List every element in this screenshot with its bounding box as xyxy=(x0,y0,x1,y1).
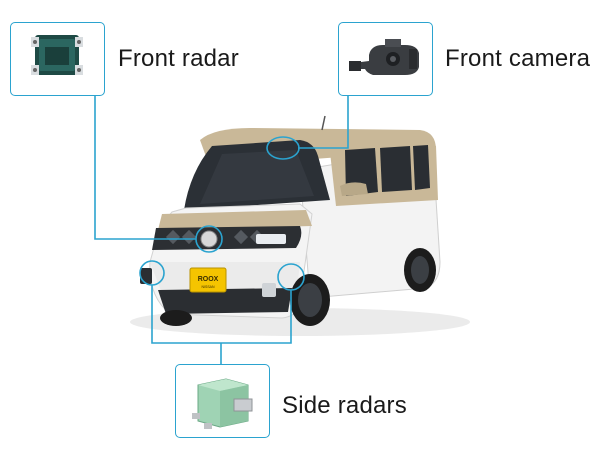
front-camera-thumbnail xyxy=(338,22,433,96)
side-radar-module-icon xyxy=(192,378,253,429)
front-radar-sensor-icon xyxy=(31,35,83,75)
plate-subtext: NISSAN xyxy=(201,285,215,289)
front-radar-thumbnail xyxy=(10,22,105,96)
side-radars-label: Side radars xyxy=(282,392,407,419)
front-radar-label: Front radar xyxy=(118,45,239,72)
front-camera-label: Front camera xyxy=(445,45,591,72)
front-camera-unit-icon xyxy=(349,39,419,75)
plate-text: ROOX xyxy=(198,276,219,283)
side-radars-thumbnail xyxy=(175,364,270,438)
